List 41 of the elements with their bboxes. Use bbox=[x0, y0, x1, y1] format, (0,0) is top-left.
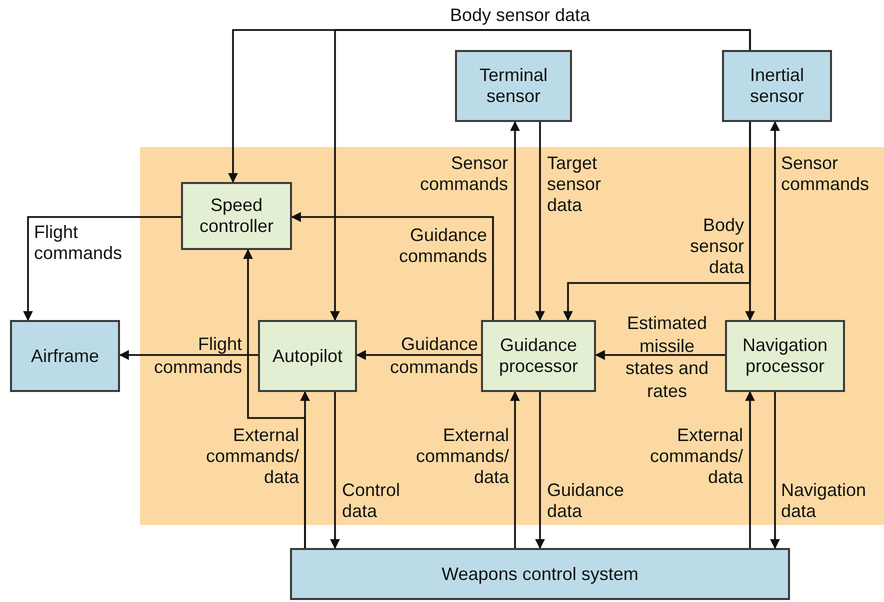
edge-label: Body sensor data bbox=[448, 5, 592, 26]
edge-label: Sensor commands bbox=[418, 153, 508, 195]
system-box: Terminal sensor bbox=[455, 50, 572, 122]
edge-label: Flight commands bbox=[34, 222, 124, 264]
arrow bbox=[595, 350, 725, 360]
process-box: Autopilot bbox=[258, 320, 357, 392]
arrow bbox=[535, 392, 545, 549]
edge-label: Body sensor data bbox=[688, 215, 744, 278]
edge-label: External commands/ data bbox=[648, 425, 743, 488]
edge-label: Control data bbox=[342, 480, 402, 522]
arrow bbox=[330, 392, 340, 549]
edge-label: Guidance commands bbox=[388, 333, 478, 379]
system-box: Weapons control system bbox=[290, 548, 790, 600]
process-box: Navigation processor bbox=[725, 320, 845, 392]
arrow bbox=[535, 122, 545, 321]
process-box: Speed controller bbox=[181, 182, 292, 250]
subsystem-region bbox=[140, 147, 884, 525]
edge-label: Guidance commands bbox=[398, 225, 487, 267]
edge-label: Sensor commands bbox=[781, 153, 870, 195]
arrow bbox=[770, 392, 780, 549]
edge-label: Navigation data bbox=[781, 480, 868, 522]
edge-label: External commands/ data bbox=[204, 425, 299, 488]
system-box: Airframe bbox=[10, 320, 120, 392]
arrow bbox=[330, 29, 751, 321]
arrow bbox=[510, 391, 520, 548]
arrow bbox=[510, 121, 520, 320]
edge-label: Target sensor data bbox=[547, 153, 602, 216]
edge-label: Flight commands bbox=[152, 333, 242, 379]
arrow bbox=[745, 391, 755, 548]
arrow bbox=[563, 122, 751, 321]
edge-label: External commands/ data bbox=[414, 425, 509, 488]
arrow bbox=[770, 121, 780, 320]
edge-label: Guidance data bbox=[547, 480, 626, 522]
arrow bbox=[23, 216, 181, 321]
process-box: Guidance processor bbox=[481, 320, 596, 392]
arrow bbox=[119, 350, 258, 360]
edge-label: Estimated missile states and rates bbox=[624, 312, 710, 402]
arrow bbox=[356, 350, 481, 360]
arrow bbox=[291, 212, 494, 320]
system-box: Inertial sensor bbox=[722, 50, 832, 122]
arrow bbox=[243, 249, 306, 548]
